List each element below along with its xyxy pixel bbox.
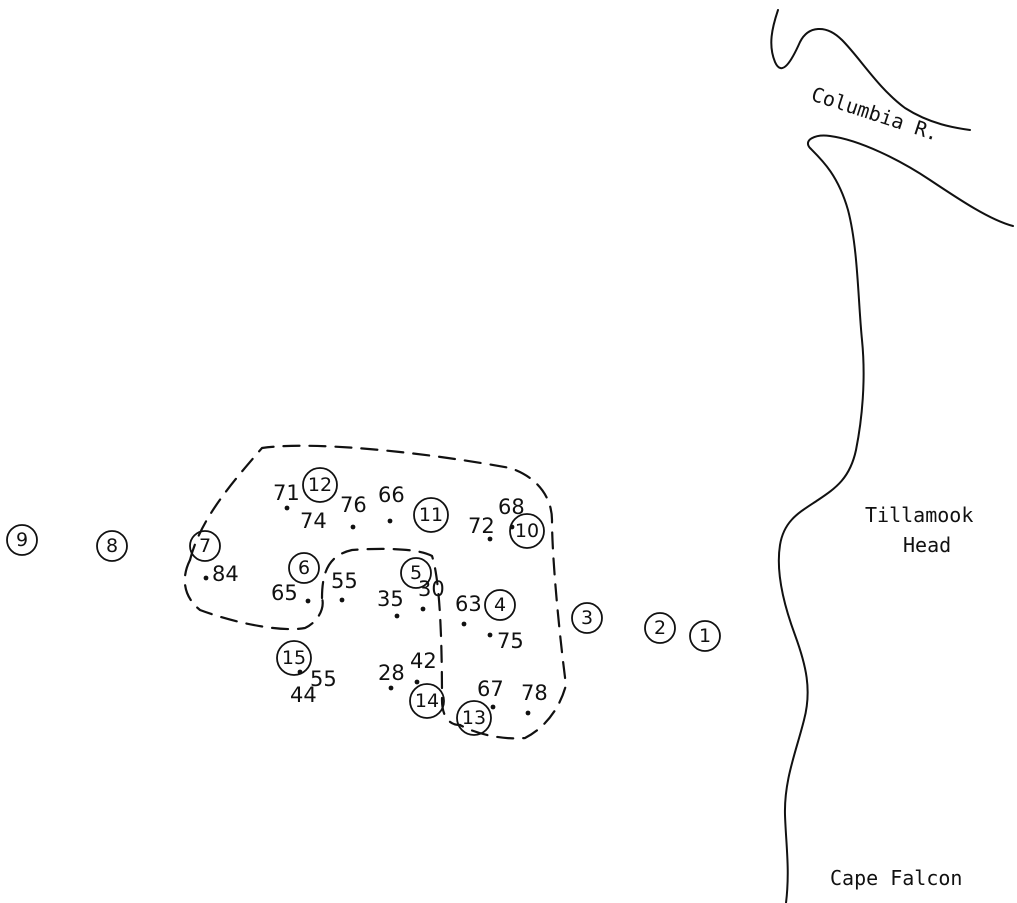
station-ring bbox=[644, 612, 676, 644]
station-ring bbox=[484, 589, 516, 621]
station-marker: 10 bbox=[509, 513, 545, 549]
sample-dot bbox=[387, 518, 393, 524]
river-north-shore bbox=[770, 9, 971, 131]
station-marker: 6 bbox=[288, 552, 320, 584]
station-marker: 11 bbox=[413, 497, 449, 533]
sample-value: 75 bbox=[497, 629, 524, 653]
sample-dot bbox=[297, 669, 303, 675]
sample-value: 67 bbox=[477, 677, 504, 701]
sample-dot bbox=[461, 621, 467, 627]
inner-region-boundary bbox=[320, 547, 462, 727]
sample-value: 71 bbox=[273, 481, 300, 505]
station-number: 9 bbox=[16, 529, 28, 551]
station-marker: 2 bbox=[644, 612, 676, 644]
sample-dot bbox=[305, 598, 311, 604]
sample-value: 30 bbox=[418, 577, 445, 601]
station-ring bbox=[409, 683, 445, 719]
station-number: 14 bbox=[415, 690, 439, 712]
cape-falcon-label: Cape Falcon bbox=[830, 866, 962, 890]
sample-dot bbox=[414, 679, 420, 685]
station-number: 6 bbox=[298, 557, 310, 579]
station-ring bbox=[509, 513, 545, 549]
station-number: 15 bbox=[282, 647, 306, 669]
station-ring bbox=[689, 620, 721, 652]
tillamook-head-label-line2: Head bbox=[903, 533, 951, 557]
sample-value: 74 bbox=[300, 509, 327, 533]
sample-dot bbox=[490, 704, 496, 710]
station-ring bbox=[400, 557, 432, 589]
sample-dot bbox=[284, 505, 290, 511]
station-marker: 1 bbox=[689, 620, 721, 652]
sample-value: 55 bbox=[331, 569, 358, 593]
outer-region-boundary bbox=[188, 444, 568, 740]
sample-value: 63 bbox=[455, 592, 482, 616]
station-number: 8 bbox=[106, 535, 118, 557]
sample-value: 68 bbox=[498, 495, 525, 519]
sample-dot bbox=[388, 685, 394, 691]
sample-value: 76 bbox=[340, 493, 367, 517]
station-marker: 14 bbox=[409, 683, 445, 719]
station-ring bbox=[189, 530, 221, 562]
station-ring bbox=[288, 552, 320, 584]
west-region-lower-boundary bbox=[183, 558, 324, 631]
station-number: 4 bbox=[494, 594, 506, 616]
station-marker: 15 bbox=[276, 640, 312, 676]
station-ring bbox=[413, 497, 449, 533]
sample-dot bbox=[509, 524, 515, 530]
station-number: 3 bbox=[581, 607, 593, 629]
station-marker: 3 bbox=[571, 602, 603, 634]
sample-dot bbox=[394, 613, 400, 619]
station-number: 2 bbox=[654, 617, 666, 639]
station-number: 7 bbox=[199, 535, 211, 557]
station-ring bbox=[302, 467, 338, 503]
river-south-shore-and-coastline bbox=[777, 134, 1014, 903]
sample-dot bbox=[350, 524, 356, 530]
station-marker: 7 bbox=[189, 530, 221, 562]
sample-value: 65 bbox=[271, 581, 298, 605]
station-number: 5 bbox=[410, 562, 422, 584]
tillamook-head-label-line1: Tillamook bbox=[865, 503, 973, 527]
sample-value: 84 bbox=[212, 562, 239, 586]
station-marker: 9 bbox=[6, 524, 38, 556]
station-marker: 12 bbox=[302, 467, 338, 503]
station-marker: 8 bbox=[96, 530, 128, 562]
sample-value: 66 bbox=[378, 483, 405, 507]
sample-dot bbox=[525, 710, 531, 716]
sample-value: 35 bbox=[377, 587, 404, 611]
station-marker: 4 bbox=[484, 589, 516, 621]
station-number: 1 bbox=[699, 625, 711, 647]
station-number: 12 bbox=[308, 474, 332, 496]
station-number: 10 bbox=[515, 520, 539, 542]
station-ring bbox=[571, 602, 603, 634]
sample-dot bbox=[203, 575, 209, 581]
sample-dot bbox=[339, 597, 345, 603]
station-ring bbox=[456, 700, 492, 736]
station-ring bbox=[276, 640, 312, 676]
sample-dot bbox=[487, 632, 493, 638]
station-marker: 13 bbox=[456, 700, 492, 736]
sample-value: 78 bbox=[521, 681, 548, 705]
station-number: 11 bbox=[419, 504, 443, 526]
station-ring bbox=[6, 524, 38, 556]
station-ring bbox=[96, 530, 128, 562]
sample-value: 28 bbox=[378, 661, 405, 685]
sample-dot bbox=[487, 536, 493, 542]
sample-value: 72 bbox=[468, 514, 495, 538]
sample-dot bbox=[420, 606, 426, 612]
sample-value: 42 bbox=[410, 649, 437, 673]
station-marker: 5 bbox=[400, 557, 432, 589]
sample-value: 44 bbox=[290, 683, 317, 707]
station-number: 13 bbox=[462, 707, 486, 729]
sample-value: 55 bbox=[310, 667, 337, 691]
